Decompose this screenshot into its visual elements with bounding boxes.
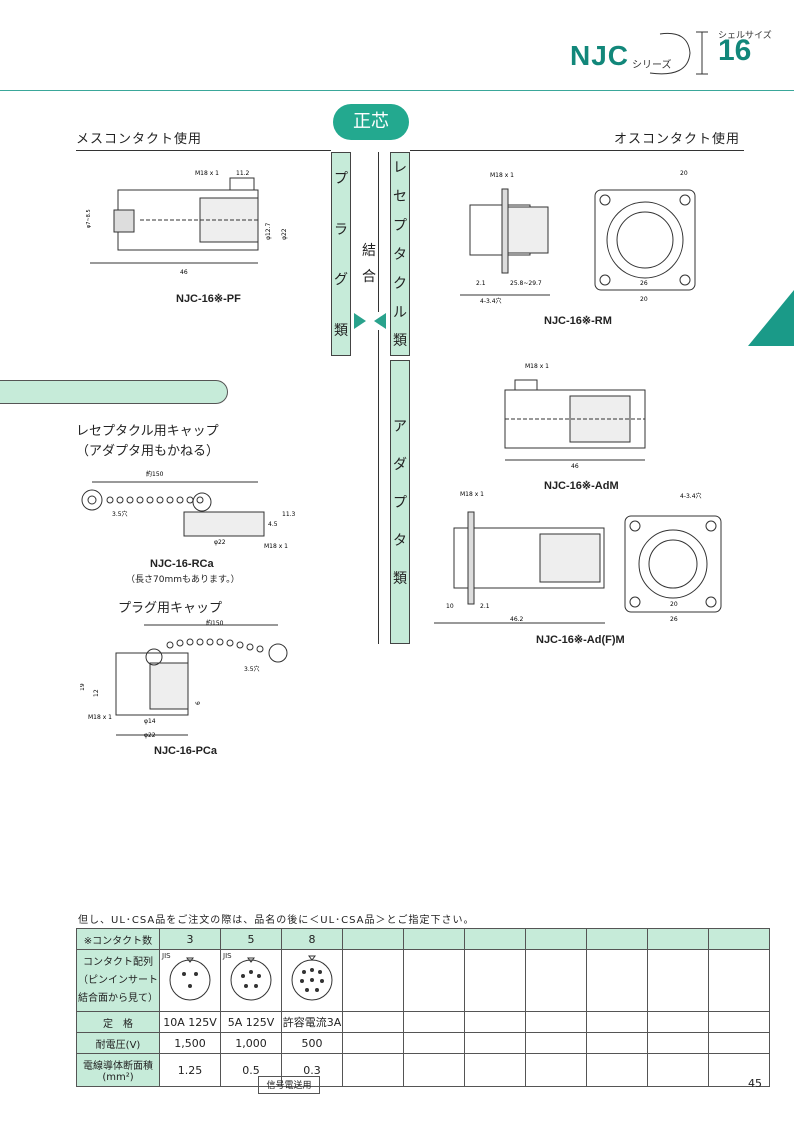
svg-text:12: 12 bbox=[93, 689, 100, 697]
svg-text:M18 x 1: M18 x 1 bbox=[195, 170, 219, 177]
svg-text:φ14: φ14 bbox=[144, 718, 156, 725]
row-header-contacts: ※コンタクト数 bbox=[76, 928, 160, 950]
plug-cap-title: プラグ用キャップ bbox=[118, 601, 223, 616]
svg-text:約150: 約150 bbox=[146, 470, 164, 478]
receptacle-cap-title: レセプタクル用キャップ bbox=[76, 424, 219, 439]
receptacle-cap-subtitle: （アダプタ用もかねる） bbox=[76, 444, 220, 459]
svg-text:M18 x 1: M18 x 1 bbox=[525, 363, 549, 370]
svg-text:2.1: 2.1 bbox=[480, 603, 490, 610]
row-header-wire: 電線導体断面積 (mm²) bbox=[76, 1053, 160, 1087]
pf-model-label: NJC-16※-PF bbox=[176, 293, 241, 305]
adfm-drawing: M18 x 1 10 2.1 46.2 4-3.4穴 20 26 bbox=[434, 491, 722, 624]
table-row-rating: 定 格 10A 125V 5A 125V 許容電流3A bbox=[76, 1011, 770, 1033]
left-heading-rule bbox=[76, 150, 331, 151]
arrangement-3-pin: JIS bbox=[159, 949, 221, 1012]
series-suffix: シリーズ bbox=[632, 60, 672, 71]
svg-text:20: 20 bbox=[670, 601, 678, 608]
page-number: 45 bbox=[748, 1077, 762, 1090]
svg-text:M18 x 1: M18 x 1 bbox=[264, 543, 288, 550]
svg-text:4-3.4穴: 4-3.4穴 bbox=[480, 297, 502, 305]
arrow-right-icon bbox=[354, 313, 366, 329]
rca-note: （長さ70mmもあります。） bbox=[126, 575, 240, 585]
svg-text:φ22: φ22 bbox=[214, 539, 226, 546]
series-name: NJC bbox=[570, 40, 630, 71]
arrow-left-icon bbox=[374, 313, 386, 329]
arrangement-5-pin: JIS bbox=[220, 949, 282, 1012]
table-row-voltage: 耐電圧(V) 1,500 1,000 500 bbox=[76, 1032, 770, 1054]
right-heading-rule bbox=[410, 150, 744, 151]
order-note: 但し、UL･CSA品をご注文の際は、品名の後に＜UL･CSA品＞とご指定下さい。 bbox=[78, 915, 475, 926]
cap-section-bar bbox=[0, 380, 228, 404]
svg-text:2.1: 2.1 bbox=[476, 280, 486, 287]
center-divider-lower bbox=[378, 330, 379, 644]
svg-text:10: 10 bbox=[446, 603, 454, 610]
svg-text:M18 x 1: M18 x 1 bbox=[460, 491, 484, 498]
svg-text:46: 46 bbox=[571, 463, 579, 470]
svg-text:19: 19 bbox=[80, 683, 86, 691]
pf-drawing: 46 M18 x 1 11.2 φ7~8.5 φ12.7 φ22 bbox=[86, 170, 288, 276]
svg-text:4-3.4穴: 4-3.4穴 bbox=[680, 492, 702, 500]
svg-text:26: 26 bbox=[670, 616, 678, 623]
svg-text:26: 26 bbox=[640, 280, 648, 287]
adapter-band: アダプタ類 bbox=[390, 360, 410, 644]
receptacle-band: レセプタクル類 bbox=[390, 152, 410, 356]
pca-drawing: 約150 3.5穴 19 12 6 M18 x 1 φ14 φ22 bbox=[80, 619, 288, 739]
rm-drawing: M18 x 1 2.1 25.8~29.7 4-3.4穴 20 26 20 bbox=[460, 170, 696, 305]
svg-text:M18 x 1: M18 x 1 bbox=[490, 172, 514, 179]
svg-text:φ7~8.5: φ7~8.5 bbox=[86, 209, 92, 228]
svg-text:46.2: 46.2 bbox=[510, 616, 524, 623]
svg-text:6: 6 bbox=[195, 701, 202, 705]
header-bracket-decoration bbox=[649, 31, 708, 75]
svg-text:20: 20 bbox=[680, 170, 688, 177]
coupling-label: 結合 bbox=[362, 243, 376, 285]
svg-text:φ12.7: φ12.7 bbox=[265, 223, 272, 241]
row-header-arrangement: コンタクト配列 （ピンインサート 結合面から見て） bbox=[76, 949, 160, 1012]
adfm-model-label: NJC-16※-Ad(F)M bbox=[536, 634, 625, 646]
svg-text:4.5: 4.5 bbox=[268, 521, 278, 528]
corner-tab-decoration bbox=[748, 290, 794, 346]
adm-drawing: M18 x 1 46 bbox=[504, 363, 646, 470]
center-badge: 正芯 bbox=[333, 104, 409, 140]
arrangement-8-pin bbox=[281, 949, 343, 1012]
svg-text:φ22: φ22 bbox=[281, 228, 288, 240]
svg-text:φ22: φ22 bbox=[144, 732, 156, 739]
svg-text:11.2: 11.2 bbox=[236, 170, 250, 177]
rca-drawing: 約150 3.5穴 φ22 M18 x 1 4.5 11.3 bbox=[81, 470, 296, 550]
table-row-wire: 電線導体断面積 (mm²) 1.25 0.5 0.3 bbox=[76, 1053, 770, 1087]
svg-text:3.5穴: 3.5穴 bbox=[112, 510, 128, 518]
svg-text:25.8~29.7: 25.8~29.7 bbox=[510, 280, 542, 287]
shell-size: 16 bbox=[718, 34, 752, 67]
header-rule bbox=[0, 90, 794, 91]
svg-text:約150: 約150 bbox=[206, 619, 224, 627]
svg-text:3.5穴: 3.5穴 bbox=[244, 665, 260, 673]
svg-text:M18 x 1: M18 x 1 bbox=[88, 714, 112, 721]
table-row-contacts: ※コンタクト数 3 5 8 bbox=[76, 928, 770, 950]
svg-text:20: 20 bbox=[640, 296, 648, 303]
rm-model-label: NJC-16※-RM bbox=[544, 315, 612, 327]
left-heading: メスコンタクト使用 bbox=[76, 132, 203, 147]
pca-model-label: NJC-16-PCa bbox=[154, 745, 217, 757]
rca-model-label: NJC-16-RCa bbox=[150, 558, 214, 570]
shell-size-label: シェルサイズ bbox=[718, 31, 772, 41]
plug-band: プラグ類 bbox=[331, 152, 351, 356]
table-row-arrangement: コンタクト配列 （ピンインサート 結合面から見て） JIS JIS bbox=[76, 949, 770, 1012]
spec-table: ※コンタクト数 3 5 8 コンタクト配列 （ピンインサート 結合面から見て） … bbox=[76, 928, 770, 1087]
row-header-rating: 定 格 bbox=[76, 1011, 160, 1033]
svg-text:11.3: 11.3 bbox=[282, 511, 296, 518]
right-heading: オスコンタクト使用 bbox=[614, 132, 741, 147]
center-divider bbox=[378, 152, 379, 312]
signal-note: 信号電送用 bbox=[258, 1076, 320, 1094]
svg-text:46: 46 bbox=[180, 269, 188, 276]
row-header-voltage: 耐電圧(V) bbox=[76, 1032, 160, 1054]
adm-model-label: NJC-16※-AdM bbox=[544, 480, 619, 492]
